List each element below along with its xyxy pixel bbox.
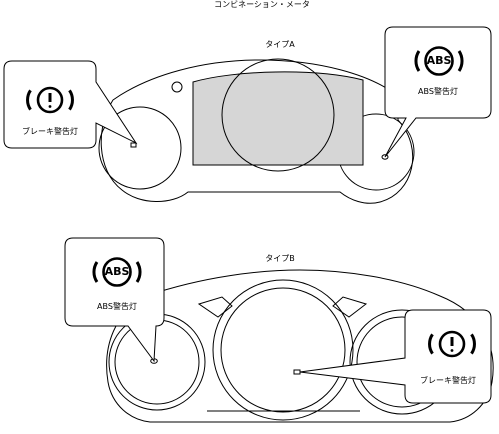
type-b-abs-label: ABS警告灯 <box>97 302 137 311</box>
type-a-brake-lamp <box>130 142 137 148</box>
type-a-abs-label: ABS警告灯 <box>418 87 458 96</box>
type-b-center-gauge <box>212 279 354 421</box>
type-b-abs-callout <box>64 237 165 363</box>
type-b-right-slot <box>332 296 368 318</box>
type-b-center-gauge-ring <box>220 287 346 413</box>
type-a-label: タイプA <box>265 40 295 49</box>
type-b-brake-lamp <box>293 369 301 375</box>
type-a-center-display <box>192 71 364 166</box>
type-b-left-slot <box>197 296 233 318</box>
brake-warning-icon <box>428 330 476 358</box>
type-a-brake-label: ブレーキ警告灯 <box>22 127 78 136</box>
type-b-label: タイプB <box>265 254 295 263</box>
type-b-brake-callout <box>299 309 492 404</box>
type-b-abs-icon-text: ABS <box>104 265 130 278</box>
abs-warning-icon <box>414 46 464 76</box>
type-a-knob <box>171 81 183 93</box>
type-a-brake-callout <box>3 60 138 149</box>
type-a-housing <box>100 59 414 204</box>
type-b-brake-label: ブレーキ警告灯 <box>420 376 476 385</box>
abs-warning-icon <box>92 257 142 287</box>
page-title: コンビネーション・メータ <box>214 0 310 9</box>
type-a-abs-icon-text: ABS <box>426 54 452 67</box>
type-a-center-dial <box>221 58 335 172</box>
type-a-left-gauge <box>98 106 182 190</box>
type-b-cluster <box>106 269 494 423</box>
type-a-cluster <box>98 58 415 204</box>
brake-warning-icon <box>26 86 74 114</box>
type-a-abs-callout <box>384 26 492 158</box>
type-b-housing <box>106 269 494 423</box>
